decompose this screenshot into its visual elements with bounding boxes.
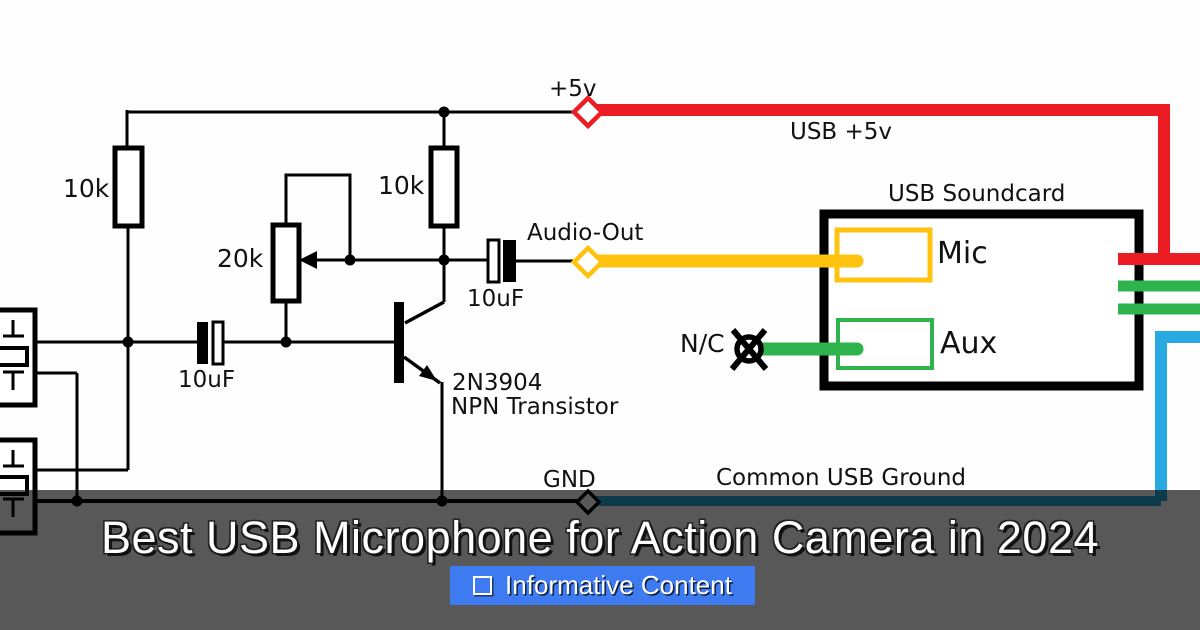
- label-aux-port: Aux: [940, 326, 998, 361]
- badge-label: Informative Content: [505, 570, 732, 600]
- checkbox-icon: [473, 576, 493, 595]
- resistor-r1: [112, 145, 145, 470]
- label-pot: 20k: [217, 244, 264, 273]
- label-common-ground: Common USB Ground: [716, 465, 967, 491]
- green-wires: [755, 280, 1200, 356]
- capacitor-output-10uF: [444, 238, 578, 284]
- label-usb-5v: USB +5v: [790, 119, 893, 145]
- transistor-2n3904: [394, 300, 445, 501]
- mic-port-box: [834, 227, 933, 283]
- plus5v-connector-diamond-icon: [570, 94, 606, 130]
- potentiometer-20k: [270, 173, 444, 342]
- informative-content-badge: Informative Content: [450, 566, 755, 605]
- label-r2: 10k: [378, 171, 425, 200]
- usb-5v-wire: [594, 104, 1200, 265]
- mic-wires: [33, 340, 197, 501]
- label-transistor-part: 2N3904: [452, 370, 543, 396]
- label-cap-in: 10uF: [178, 367, 236, 393]
- label-cap-out: 10uF: [467, 286, 525, 312]
- label-transistor-type: NPN Transistor: [451, 394, 619, 420]
- audio-connector-diamond-icon: [570, 244, 606, 280]
- label-r1: 10k: [63, 174, 110, 203]
- banner-title: Best USB Microphone for Action Camera in…: [101, 512, 1099, 563]
- label-usb-soundcard: USB Soundcard: [888, 181, 1066, 207]
- label-mic-port: Mic: [937, 236, 988, 271]
- label-gnd: GND: [543, 467, 596, 493]
- label-audio-out: Audio-Out: [527, 220, 644, 246]
- nc-crossed-circle-icon: [729, 328, 769, 371]
- resistor-r2: [428, 145, 460, 302]
- electret-mic-1: [0, 307, 38, 408]
- power-rail-wires: [125, 110, 583, 148]
- label-nc: N/C: [680, 329, 725, 358]
- banner-overlay: [0, 490, 1200, 630]
- capacitor-input-10uF: [197, 320, 395, 366]
- label-plus5v: +5v: [549, 76, 597, 102]
